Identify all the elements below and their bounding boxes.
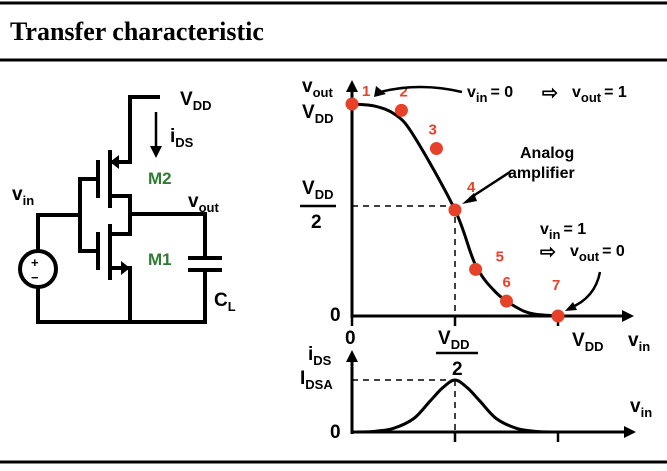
- ids-zero-label: 0: [330, 422, 341, 443]
- analog-pointer-head: [462, 193, 477, 204]
- source-plus: +: [31, 255, 39, 270]
- vin1-implies-icon: ⇨: [540, 242, 556, 263]
- ids-curve: [351, 378, 559, 434]
- ids-x-axis-arrow: [624, 426, 636, 438]
- analog-label: Analog: [520, 145, 574, 162]
- ids-y-axis-title: iDS: [308, 344, 332, 368]
- ids-peak-label: IDSA: [300, 368, 333, 392]
- analog-pointer: [469, 170, 511, 200]
- vtc-point-3: [429, 142, 443, 156]
- vtc-point-7: [551, 309, 565, 323]
- vtc-y-tick-vdd: VDD: [302, 102, 333, 126]
- cl-label: CL: [214, 290, 236, 314]
- vout0-annotation: vout= 0: [570, 243, 625, 264]
- ids-x-axis-title: vin: [630, 396, 652, 420]
- m1-label: M1: [148, 250, 172, 269]
- vtc-point-label-1: 1: [362, 83, 370, 100]
- vtc-x-tick-half-num: VDD: [438, 328, 469, 352]
- ids-y-axis-arrow: [346, 350, 358, 362]
- inverter-circuit: VDD iDS M2 vout vin M1: [12, 89, 236, 324]
- vout1-annotation: vout= 1: [572, 84, 627, 105]
- slide-title: Transfer characteristic: [10, 17, 264, 46]
- vtc-point-label-2: 2: [399, 83, 407, 100]
- vin0-implies-icon: ⇨: [542, 83, 558, 104]
- vtc-y-axis-title: vout: [302, 76, 333, 100]
- vtc-y-axis-arrow: [346, 80, 358, 92]
- vin1-annotation: vin= 1: [540, 221, 586, 242]
- vtc-y-tick-half-den: 2: [311, 212, 322, 233]
- vtc-point-label-4: 4: [467, 179, 476, 196]
- vtc-point-label-3: 3: [428, 122, 436, 139]
- m2-arrow: [110, 155, 119, 169]
- vtc-x-axis-title: vin: [628, 330, 650, 354]
- vdd-label: VDD: [180, 89, 211, 113]
- vtc-x-tick-half-den: 2: [452, 359, 463, 380]
- ids-label: iDS: [170, 126, 194, 150]
- vtc-point-1: [345, 97, 359, 111]
- ids-arrow-head: [150, 146, 162, 158]
- vout-label: vout: [188, 191, 219, 215]
- vtc-operating-points: 1 2 3 4 5 6 7: [345, 83, 565, 323]
- source-minus: −: [31, 270, 39, 285]
- vtc-point-label-7: 7: [552, 277, 560, 294]
- vtc-point-4: [448, 203, 462, 217]
- vtc-x-tick-zero-label: 0: [345, 328, 356, 349]
- vin0-pointer-head: [374, 86, 386, 97]
- vtc-point-2: [394, 103, 408, 117]
- vin0-pointer: [379, 85, 463, 94]
- vtc-x-axis-arrow: [622, 310, 634, 322]
- current-chart: iDS IDSA 0 vin: [300, 344, 652, 443]
- vin1-pointer-head: [565, 302, 577, 311]
- m1-arrow: [121, 261, 130, 275]
- vtc-point-5: [469, 262, 483, 276]
- vtc-point-label-5: 5: [496, 248, 504, 265]
- vin0-annotation: vin= 0: [467, 84, 513, 105]
- vtc-curve: [351, 102, 559, 318]
- vtc-x-tick-vdd-label: VDD: [572, 330, 603, 354]
- m2-label: M2: [148, 169, 172, 188]
- vin1-pointer: [569, 271, 602, 310]
- vtc-point-label-6: 6: [503, 274, 511, 291]
- vtc-y-tick-half-num: VDD: [302, 178, 333, 202]
- vin-label: vin: [12, 184, 34, 208]
- amplifier-label: amplifier: [508, 165, 575, 182]
- transfer-chart: vout vin VDD VDD 2 0 0 VDD 2 VDD 1 2 3 4 5 6 7…: [300, 76, 650, 380]
- vtc-y-tick-zero: 0: [330, 305, 341, 326]
- vtc-point-6: [500, 294, 513, 308]
